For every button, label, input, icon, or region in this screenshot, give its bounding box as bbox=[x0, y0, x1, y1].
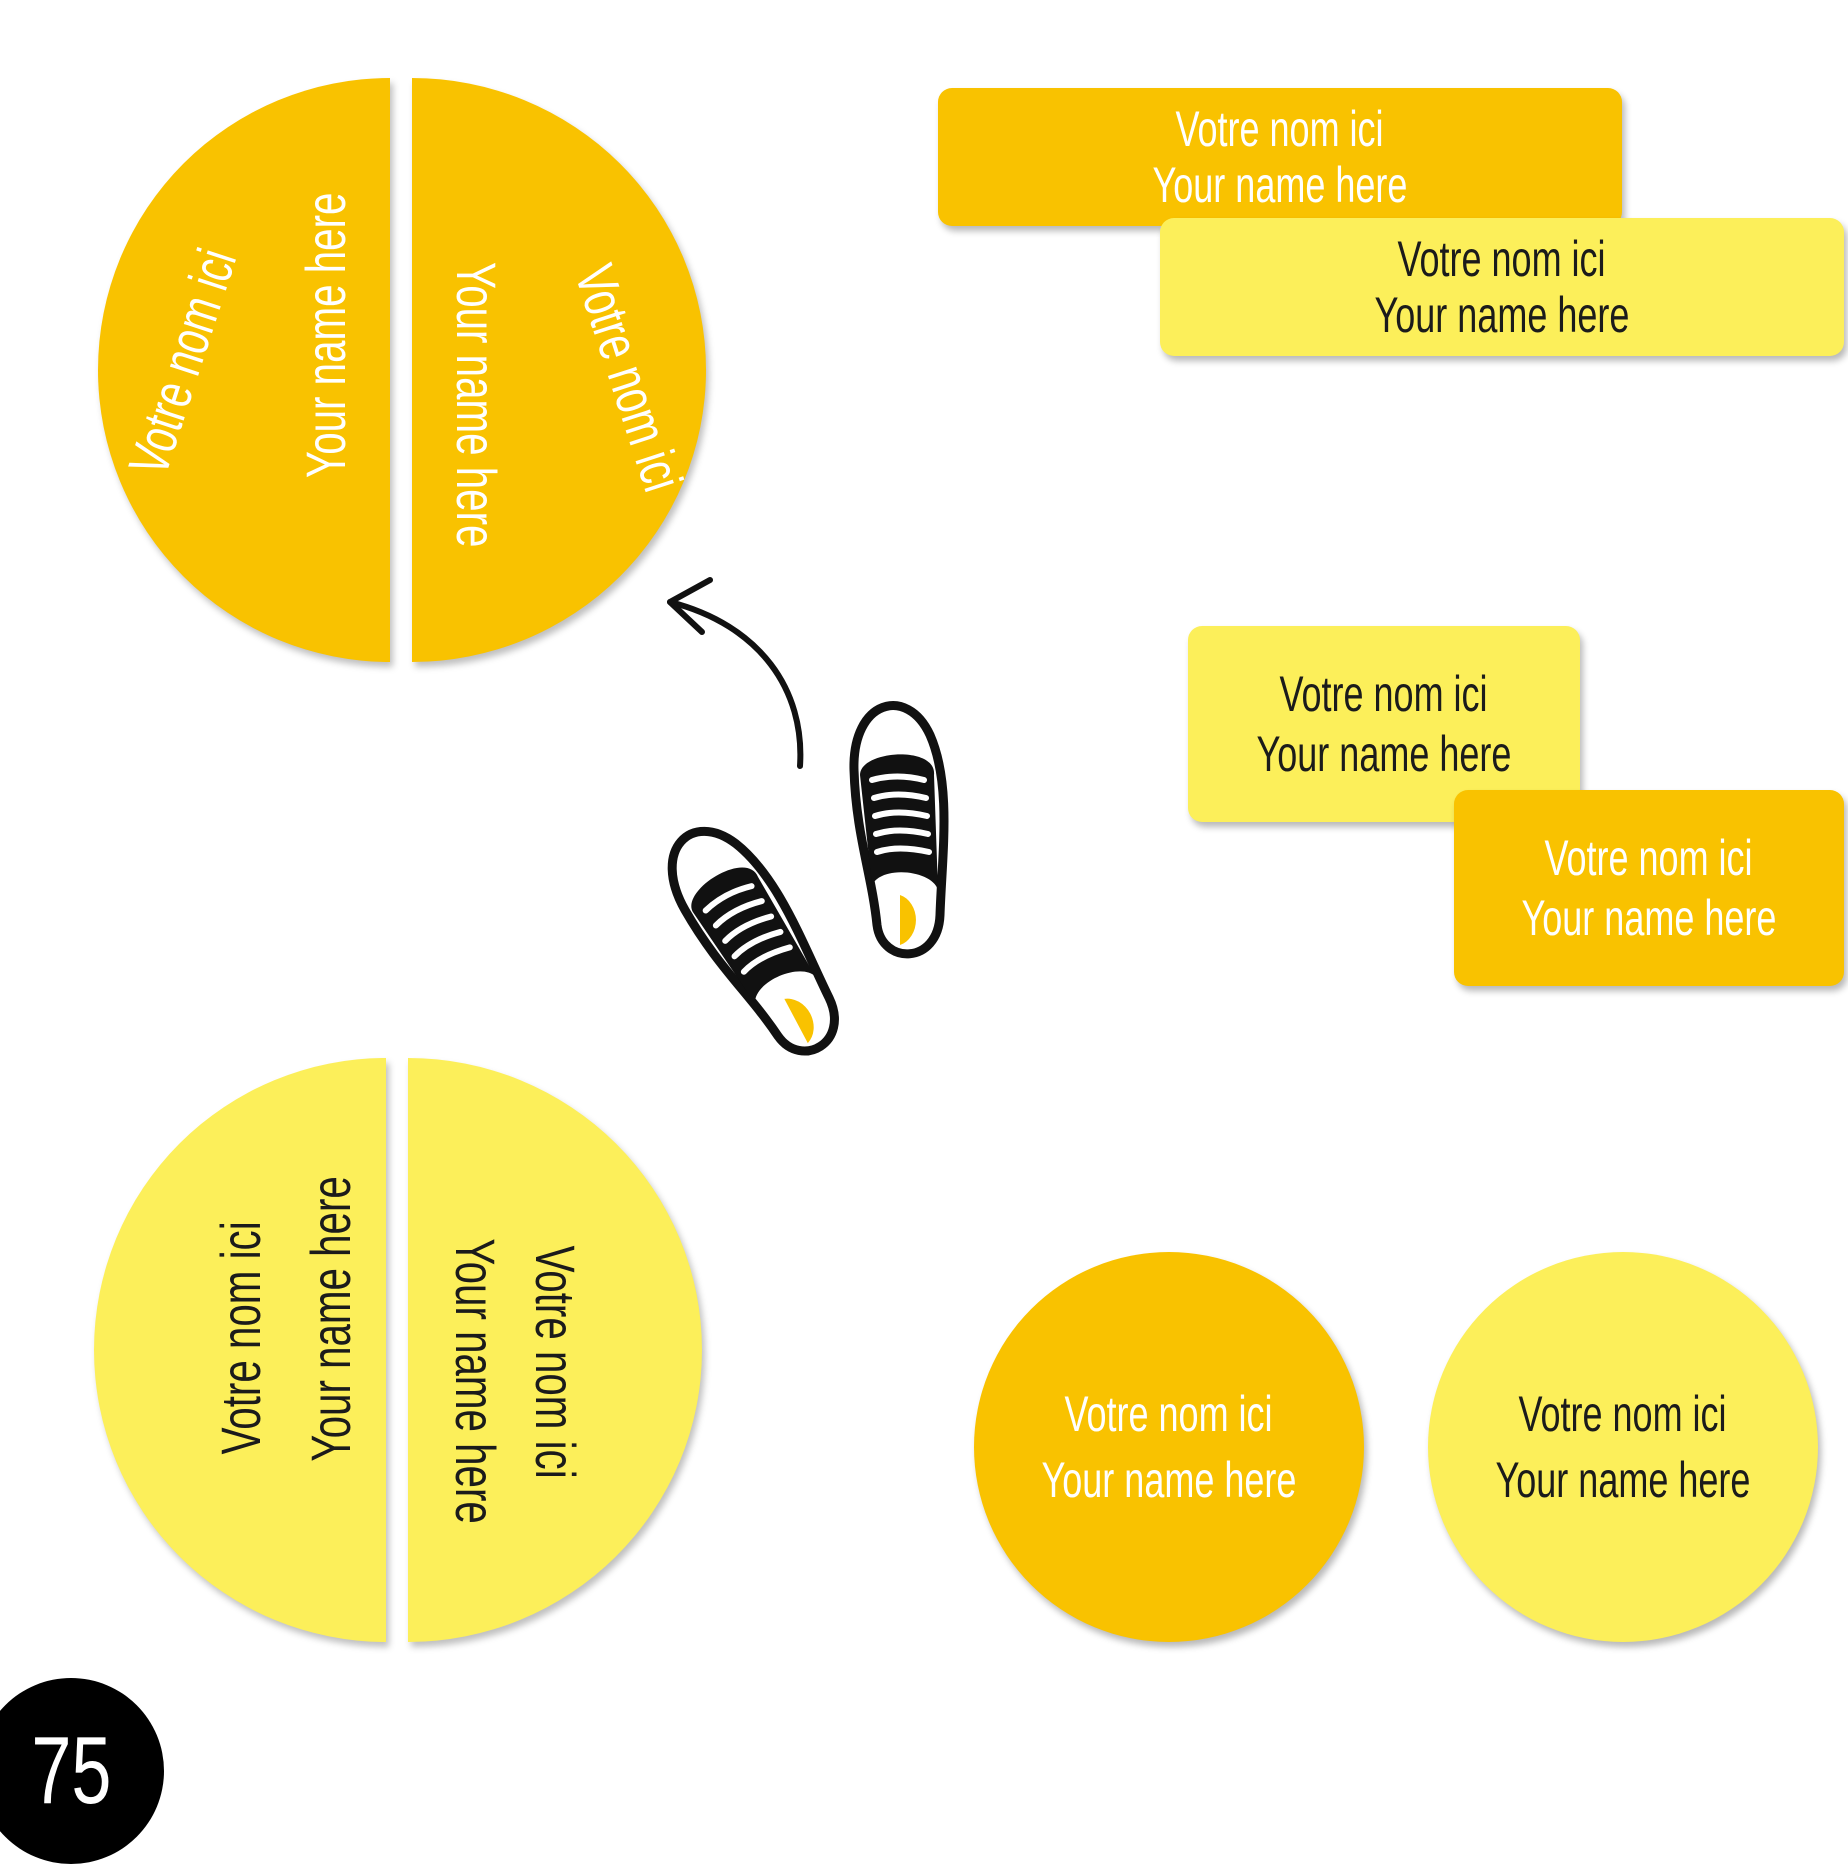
name-label-round-yellow: Votre nom ici Your name here bbox=[1428, 1252, 1818, 1642]
label-en: Your name here bbox=[1374, 287, 1630, 343]
label-en: Your name here bbox=[1521, 890, 1777, 946]
label-en: Your name here bbox=[1041, 1452, 1297, 1508]
name-label-medium-yellow: Votre nom ici Your name here bbox=[1188, 626, 1580, 822]
label-fr: Votre nom ici bbox=[1279, 666, 1489, 722]
label-fr: Votre nom ici bbox=[1544, 830, 1754, 886]
label-fr: Votre nom ici bbox=[524, 1245, 587, 1479]
label-fr: Votre nom ici bbox=[1175, 101, 1385, 157]
name-label-long-orange: Votre nom ici Your name here bbox=[938, 88, 1622, 226]
label-en: Your name here bbox=[444, 1238, 507, 1524]
number-badge: 75 bbox=[0, 1678, 164, 1864]
label-en: Your name here bbox=[1256, 726, 1512, 782]
curved-arrow-icon bbox=[667, 577, 804, 769]
name-label-round-orange: Votre nom ici Your name here bbox=[974, 1252, 1364, 1642]
label-en: Your name here bbox=[445, 262, 508, 548]
name-label-long-yellow: Votre nom ici Your name here bbox=[1160, 218, 1844, 356]
label-fr: Votre nom ici bbox=[209, 1221, 272, 1455]
label-en: Your name here bbox=[294, 192, 357, 478]
label-fr: Votre nom ici bbox=[1518, 1386, 1728, 1442]
label-fr: Votre nom ici bbox=[1064, 1386, 1274, 1442]
label-en: Your name here bbox=[1152, 157, 1408, 213]
label-en: Your name here bbox=[299, 1176, 362, 1462]
badge-number: 75 bbox=[30, 1717, 112, 1824]
shoes-icon bbox=[667, 701, 949, 1056]
name-label-medium-orange: Votre nom ici Your name here bbox=[1454, 790, 1844, 986]
label-fr: Votre nom ici bbox=[1397, 231, 1607, 287]
label-en: Your name here bbox=[1495, 1452, 1751, 1508]
